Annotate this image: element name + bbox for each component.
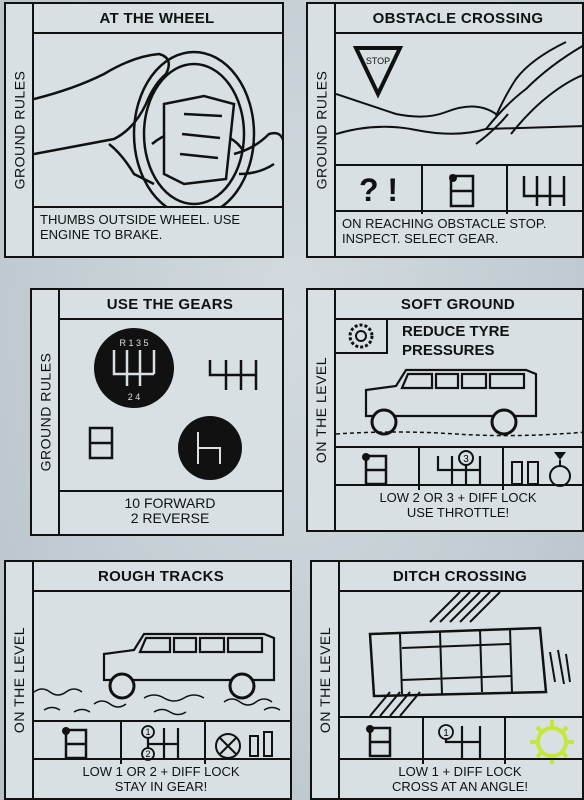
range-lever-icon [421, 166, 508, 214]
gear-gate-icon [506, 166, 582, 214]
card-at-the-wheel: GROUND RULES AT THE WHEEL THUMBS OUTSIDE… [4, 2, 284, 258]
cog-watermark-icon [504, 718, 582, 764]
land-rover-icon [34, 632, 281, 716]
side-label: ON THE LEVEL [6, 562, 34, 798]
question-exclamation-icon: ? ! [336, 166, 423, 214]
transfer-knob-icon [178, 416, 242, 480]
card-caption: LOW 2 OR 3 + DIFF LOCK USE THROTTLE! [334, 484, 582, 530]
card-title: ROUGH TRACKS [32, 562, 290, 592]
card-title: OBSTACLE CROSSING [334, 4, 582, 34]
vehicle-top-view-icon [368, 592, 571, 716]
svg-text:2 4: 2 4 [128, 392, 141, 402]
svg-text:1: 1 [145, 727, 150, 737]
steering-wheel-icon [34, 50, 282, 208]
svg-text:3: 3 [463, 454, 469, 465]
side-label: ON THE LEVEL [308, 290, 336, 530]
obstacle-symbols-row: ? ! [336, 164, 582, 214]
steering-wheel-illustration [34, 34, 282, 208]
card-title: SOFT GROUND [334, 290, 582, 320]
card-caption: LOW 1 + DIFF LOCK CROSS AT AN ANGLE! [338, 758, 582, 798]
land-rover-icon [336, 368, 582, 437]
side-label: GROUND RULES [6, 4, 34, 256]
gears-illustration: R 1 3 5 2 4 [60, 320, 282, 492]
tyre-gauge-icon [336, 320, 388, 354]
tyre-pressure-note: REDUCE TYRE PRESSURES [402, 323, 510, 359]
card-use-the-gears: GROUND RULES USE THE GEARS R 1 3 5 2 4 1… [30, 288, 284, 536]
gear-knob-icon: R 1 3 5 2 4 [94, 328, 174, 408]
card-title: AT THE WHEEL [32, 4, 282, 34]
gear-gate-icon [208, 360, 258, 390]
side-label: ON THE LEVEL [312, 562, 340, 798]
obstacle-illustration: STOP [336, 34, 582, 164]
card-soft-ground: ON THE LEVEL SOFT GROUND REDUCE TYRE PRE… [306, 288, 584, 532]
side-label: GROUND RULES [32, 290, 60, 534]
range-lever-icon [88, 426, 114, 460]
side-label: GROUND RULES [308, 4, 336, 256]
card-caption: 10 FORWARD 2 REVERSE [58, 490, 282, 534]
card-caption: LOW 1 OR 2 + DIFF LOCK STAY IN GEAR! [32, 758, 290, 798]
gear-three-icon: 3 [418, 448, 504, 490]
hills-icon [336, 41, 582, 145]
ditch-crossing-illustration [340, 592, 582, 716]
svg-text:STOP: STOP [366, 56, 390, 66]
vehicle-rough-tracks-illustration [34, 592, 290, 720]
card-obstacle-crossing: GROUND RULES OBSTACLE CROSSING STOP ? ! [306, 2, 584, 258]
card-caption: ON REACHING OBSTACLE STOP. INSPECT. SELE… [334, 210, 582, 256]
svg-text:2: 2 [145, 749, 150, 759]
svg-text:R 1 3 5: R 1 3 5 [119, 338, 148, 348]
gear-one-icon: 1 [422, 718, 506, 764]
card-title: DITCH CROSSING [338, 562, 582, 592]
range-lever-icon [340, 718, 424, 764]
card-title: USE THE GEARS [58, 290, 282, 320]
svg-text:1: 1 [443, 728, 449, 739]
card-ditch-crossing: ON THE LEVEL DITCH CROSSING 1 LOW 1 + DI… [310, 560, 584, 800]
stop-sign-icon: STOP [352, 46, 404, 99]
card-caption: THUMBS OUTSIDE WHEEL. USE ENGINE TO BRAK… [32, 206, 282, 256]
vehicle-soft-ground-illustration [336, 360, 582, 446]
ditch-symbols-row: 1 [340, 716, 582, 764]
